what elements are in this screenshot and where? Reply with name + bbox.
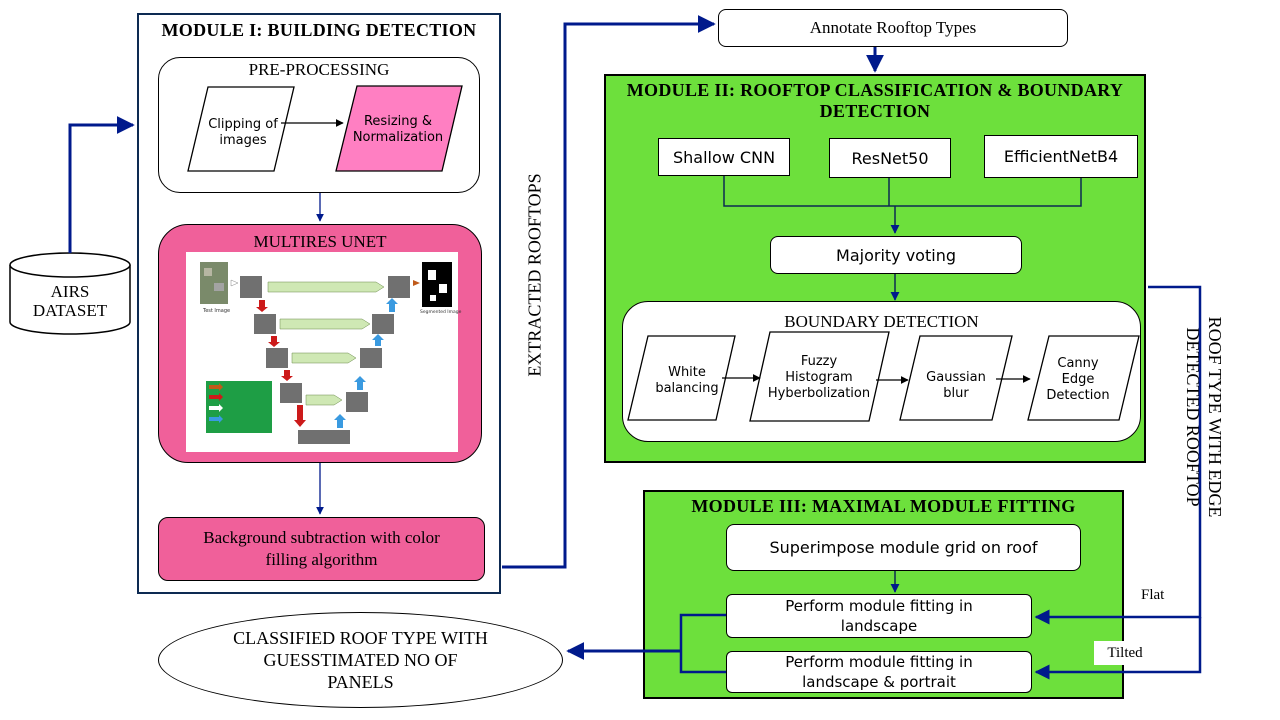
module1-title: MODULE I: BUILDING DETECTION xyxy=(161,19,477,40)
module2-title: MODULE II: ROOFTOP CLASSIFICATION & BOUN… xyxy=(626,80,1124,121)
model-shallow-cnn: Shallow CNN xyxy=(658,138,790,176)
superimpose-box: Superimpose module grid on roof xyxy=(726,524,1081,571)
model-efficientnetb4: EfficientNetB4 xyxy=(984,135,1138,178)
boundary-detection-title: BOUNDARY DETECTION xyxy=(784,312,979,331)
module1-container xyxy=(137,13,501,594)
tilted-label: Tilted xyxy=(1094,641,1156,665)
output-ellipse: CLASSIFIED ROOF TYPE WITH GUESSTIMATED N… xyxy=(158,612,563,708)
airs-dataset-cylinder xyxy=(9,252,131,334)
multires-unet-title: MULTIRES UNET xyxy=(253,232,387,251)
unet-figure xyxy=(186,252,458,452)
preprocessing-title: PRE-PROCESSING xyxy=(248,60,390,79)
model-resnet50: ResNet50 xyxy=(829,138,951,178)
module3-title: MODULE III: MAXIMAL MODULE FITTING xyxy=(691,495,1076,516)
annotate-rooftop-box: Annotate Rooftop Types xyxy=(718,9,1068,47)
extracted-rooftops-label: EXTRACTED ROOFTOPS xyxy=(524,173,545,377)
dataset-to-module1-arrow xyxy=(68,116,135,253)
majority-voting-box: Majority voting xyxy=(770,236,1022,274)
landscape-fitting-box: Perform module fitting in landscape xyxy=(726,594,1032,638)
landscape-portrait-fitting-box: Perform module fitting in landscape & po… xyxy=(726,651,1032,693)
flat-label: Flat xyxy=(1141,587,1165,603)
background-subtraction-box: Background subtraction with color fillin… xyxy=(158,517,485,581)
